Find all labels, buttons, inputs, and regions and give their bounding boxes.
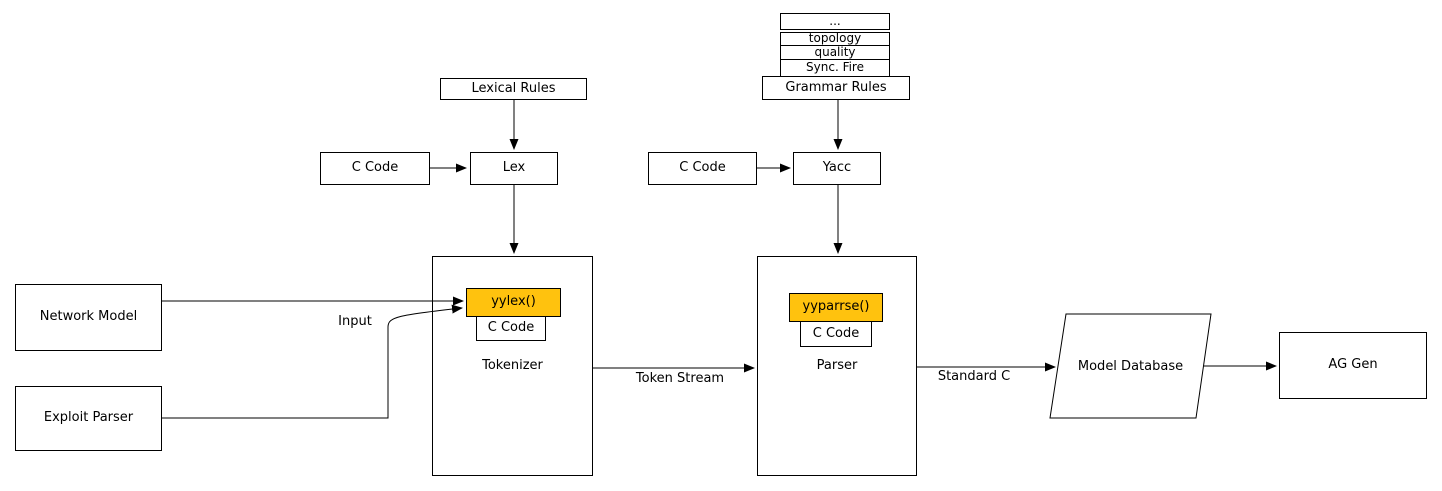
c-code-lex-box: C Code	[320, 152, 430, 185]
parser-label: Parser	[816, 357, 858, 373]
exploit-parser-label: Exploit Parser	[43, 410, 134, 426]
stack-row-topology: topology	[780, 32, 890, 46]
model-database-shape	[1049, 313, 1212, 419]
lexical-rules-box: Lexical Rules	[440, 78, 587, 100]
tokenizer-box: Tokenizer	[432, 256, 593, 476]
network-model-label: Network Model	[39, 309, 138, 325]
c-code-yacc-box: C Code	[648, 152, 757, 185]
yacc-box: Yacc	[793, 152, 881, 185]
ag-gen-box: AG Gen	[1279, 332, 1427, 399]
tokenizer-c-code-label: C Code	[487, 320, 535, 336]
yylex-box: yylex()	[466, 288, 561, 317]
lex-label: Lex	[502, 160, 526, 176]
lex-box: Lex	[470, 152, 558, 185]
stack-row-quality: quality	[780, 45, 890, 60]
edge-label-standard-c: Standard C	[937, 369, 1011, 384]
stack-row-sync-fire: Sync. Fire	[780, 59, 890, 77]
edge-label-token-stream: Token Stream	[635, 371, 725, 386]
parser-c-code-box: C Code	[800, 321, 872, 347]
tokenizer-c-code-box: C Code	[476, 316, 546, 341]
model-database-label: Model Database	[1077, 358, 1184, 374]
grammar-rules-label: Grammar Rules	[785, 79, 887, 95]
stack-row-quality-label: quality	[814, 44, 856, 59]
tokenizer-label: Tokenizer	[482, 357, 543, 373]
yyparrse-box: yyparrse()	[789, 293, 883, 322]
stack-row-dots-label: ...	[829, 13, 841, 28]
ag-gen-label: AG Gen	[1328, 357, 1378, 373]
yyparrse-label: yyparrse()	[802, 299, 870, 315]
edge-label-input: Input	[338, 314, 372, 329]
c-code-lex-label: C Code	[351, 160, 399, 176]
stack-row-topology-label: topology	[808, 31, 862, 46]
network-model-box: Network Model	[15, 284, 162, 351]
edge-exploitparser-yylex	[162, 304, 463, 419]
grammar-rules-box: Grammar Rules	[762, 76, 910, 100]
exploit-parser-box: Exploit Parser	[15, 386, 162, 451]
parser-box: Parser	[757, 256, 917, 476]
parser-c-code-label: C Code	[812, 325, 860, 341]
stack-row-sync-fire-label: Sync. Fire	[806, 60, 864, 75]
stack-row-dots: ...	[780, 13, 890, 30]
c-code-yacc-label: C Code	[679, 160, 726, 176]
lexical-rules-label: Lexical Rules	[471, 80, 556, 96]
yylex-label: yylex()	[491, 294, 536, 310]
yacc-label: Yacc	[822, 160, 852, 176]
